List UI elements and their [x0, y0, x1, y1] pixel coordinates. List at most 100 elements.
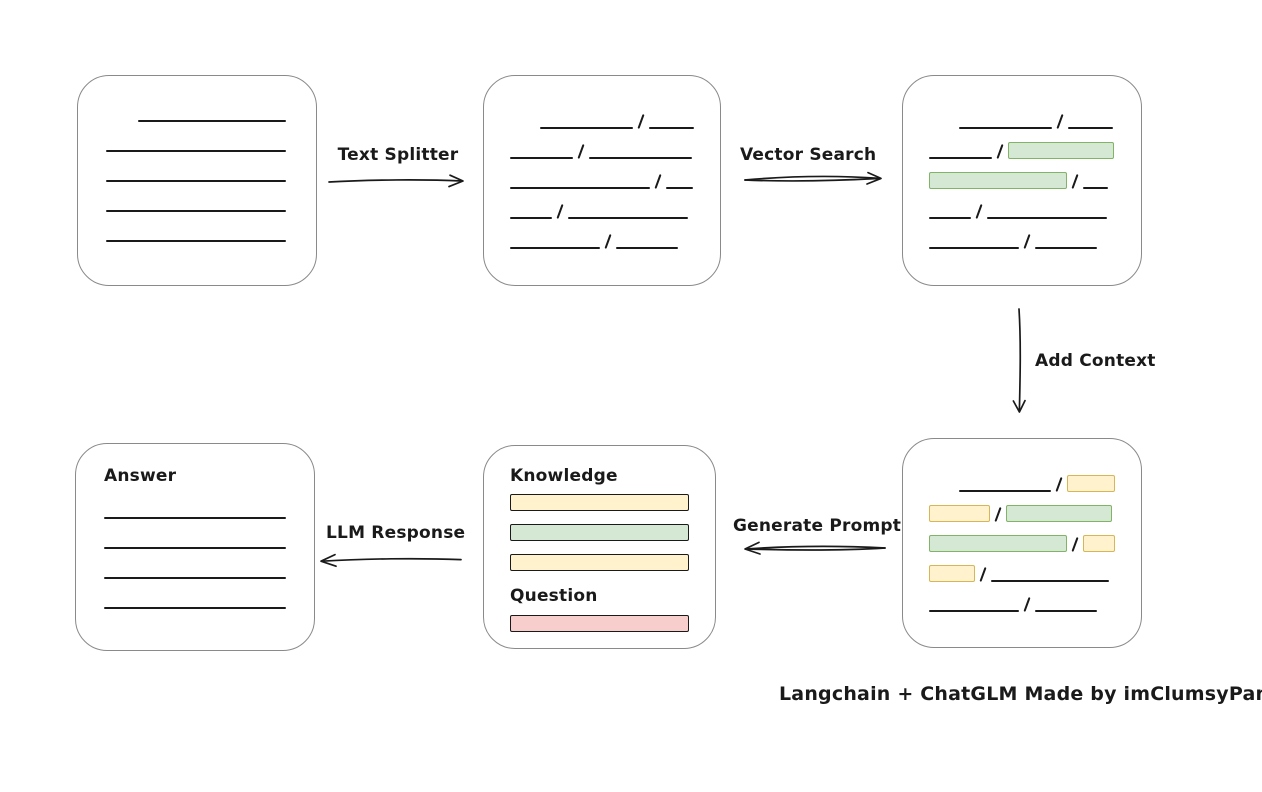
diagram-caption: Langchain + ChatGLM Made by imClumsyPand…	[779, 683, 1262, 705]
yellow-highlight-chunk	[1083, 534, 1115, 552]
add-context-label: Add Context	[1035, 351, 1156, 371]
answer-label: Answer	[104, 466, 177, 486]
text-line	[510, 157, 573, 159]
llm-response-arrow-icon	[320, 553, 462, 568]
text-line	[540, 127, 633, 129]
generate-prompt-label: Generate Prompt	[733, 516, 902, 536]
text-line	[1035, 609, 1098, 612]
yellow-highlight-chunk	[929, 504, 990, 522]
text-line	[106, 239, 286, 242]
text-line	[1068, 127, 1114, 129]
chunk-row	[929, 504, 1115, 522]
text-line	[568, 217, 689, 219]
text-line	[104, 607, 286, 609]
text-line	[104, 577, 286, 579]
green-highlight-chunk	[1006, 504, 1113, 522]
slash-separator	[556, 204, 564, 219]
vector-search-arrow-icon	[744, 171, 882, 185]
chunk-row	[510, 142, 694, 159]
slash-separator	[975, 204, 983, 219]
chunk-row	[959, 474, 1115, 492]
generate-prompt-arrow-icon	[744, 541, 886, 555]
text-line	[510, 217, 552, 219]
split-chunks-node	[483, 75, 721, 286]
question-bars	[510, 615, 689, 632]
question-label: Question	[510, 586, 598, 606]
text-line	[987, 217, 1108, 219]
text-line	[649, 127, 694, 129]
slash-separator	[604, 234, 612, 249]
add-context-arrow-icon	[1012, 308, 1026, 413]
chunk-row	[510, 232, 694, 249]
knowledge-bars	[510, 494, 689, 571]
text-line	[106, 179, 286, 182]
chunk-row	[929, 564, 1115, 582]
yellow-bar	[510, 494, 689, 511]
text-line	[666, 187, 694, 189]
chunk-row	[929, 595, 1115, 612]
knowledge-label: Knowledge	[510, 466, 618, 486]
document-node	[77, 75, 317, 286]
text-line	[104, 547, 286, 549]
yellow-highlight-chunk	[929, 564, 975, 582]
chunk-row	[510, 202, 694, 219]
matched-chunks-node	[902, 75, 1142, 286]
text-line	[616, 247, 679, 249]
text-line	[929, 157, 992, 159]
text-line	[106, 209, 286, 212]
chunk-row	[959, 112, 1115, 129]
text-line	[106, 149, 286, 152]
yellow-highlight-chunk	[1067, 474, 1115, 492]
text-splitter-arrow-icon	[328, 174, 464, 188]
matched-chunk-rows	[903, 76, 1141, 285]
slash-separator	[994, 506, 1002, 522]
chunk-row	[929, 232, 1115, 249]
chunk-row	[929, 202, 1115, 219]
chunk-row	[510, 172, 694, 189]
prompt-node: Knowledge Question	[483, 445, 716, 649]
green-highlight-chunk	[1008, 142, 1115, 159]
text-line	[929, 609, 1019, 612]
chunk-row	[929, 142, 1115, 159]
green-bar	[510, 524, 689, 541]
text-line	[1035, 247, 1098, 249]
text-line	[929, 217, 971, 219]
chunk-row	[929, 172, 1115, 189]
slash-separator	[654, 174, 662, 189]
green-highlight-chunk	[929, 172, 1067, 189]
split-chunk-rows	[484, 76, 720, 285]
chunk-row	[929, 534, 1115, 552]
answer-node: Answer	[75, 443, 315, 651]
green-highlight-chunk	[929, 534, 1067, 552]
text-line	[959, 489, 1051, 492]
red-bar	[510, 615, 689, 632]
text-splitter-label: Text Splitter	[337, 145, 459, 165]
slash-separator	[1071, 174, 1079, 189]
slash-separator	[1056, 114, 1064, 129]
slash-separator	[1055, 476, 1063, 492]
slash-separator	[1023, 234, 1031, 249]
text-line	[510, 187, 650, 189]
text-line	[104, 517, 286, 519]
slash-separator	[577, 144, 585, 159]
slash-separator	[1023, 596, 1031, 612]
slash-separator	[637, 114, 645, 129]
text-line	[929, 247, 1019, 249]
text-line	[138, 119, 286, 122]
vector-search-label: Vector Search	[740, 145, 877, 165]
text-line	[959, 127, 1052, 129]
slash-separator	[996, 144, 1004, 159]
text-line	[1083, 187, 1109, 189]
context-chunk-rows	[903, 439, 1141, 647]
slash-separator	[979, 566, 987, 582]
text-line	[510, 247, 600, 249]
text-line	[589, 157, 693, 159]
answer-lines	[104, 517, 286, 609]
context-chunks-node	[902, 438, 1142, 648]
chunk-row	[540, 112, 694, 129]
text-line	[991, 579, 1110, 582]
llm-response-label: LLM Response	[326, 523, 466, 543]
document-lines	[78, 76, 316, 285]
yellow-bar	[510, 554, 689, 571]
